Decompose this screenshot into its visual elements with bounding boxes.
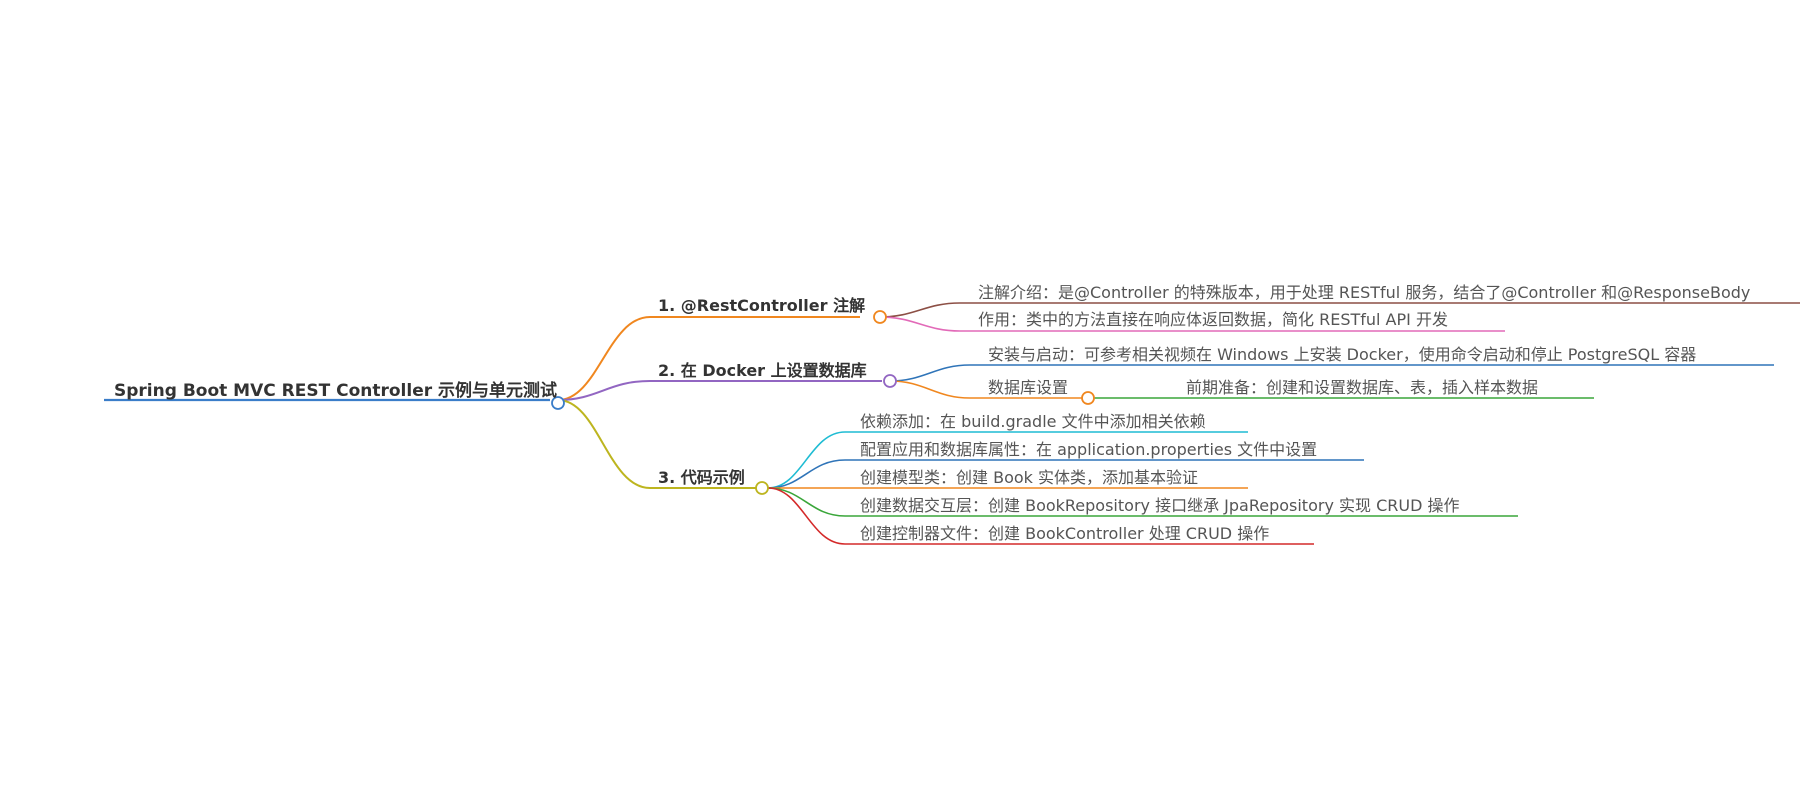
connector-root-branch-1: [557, 316, 860, 401]
branch-3-leaf-model[interactable]: 创建模型类：创建 Book 实体类，添加基本验证: [860, 468, 1198, 487]
sub-node-circle[interactable]: [1081, 391, 1095, 405]
branch-3-leaf-controller[interactable]: 创建控制器文件：创建 BookController 处理 CRUD 操作: [860, 524, 1270, 543]
branch-2-node-circle[interactable]: [883, 374, 897, 388]
connector-b3-leaf-4: [767, 487, 1518, 517]
branch-3-label[interactable]: 3. 代码示例: [658, 468, 745, 487]
connector-b2-sub: [889, 380, 1082, 399]
branch-3-node-circle[interactable]: [755, 481, 769, 495]
branch-2-sub-leaf-prep[interactable]: 前期准备：创建和设置数据库、表，插入样本数据: [1186, 378, 1539, 397]
connector-b1-leaf-1: [879, 302, 1800, 318]
connector-b3-leaf-5: [767, 487, 1314, 545]
branch-2-leaf-install[interactable]: 安装与启动：可参考相关视频在 Windows 上安装 Docker，使用命令启动…: [988, 345, 1697, 364]
connector-root-branch-2: [557, 380, 882, 401]
connector-root-branch-3: [557, 399, 756, 489]
branch-2-sub-db-setup[interactable]: 数据库设置: [988, 378, 1069, 397]
root-node-label[interactable]: Spring Boot MVC REST Controller 示例与单元测试: [114, 381, 558, 401]
connector-b1-leaf-2: [879, 316, 1505, 332]
branch-2-label[interactable]: 2. 在 Docker 上设置数据库: [658, 361, 867, 380]
root-node-circle[interactable]: [551, 396, 565, 410]
branch-1-leaf-purpose[interactable]: 作用：类中的方法直接在响应体返回数据，简化 RESTful API 开发: [978, 310, 1448, 329]
branch-3-leaf-dependency[interactable]: 依赖添加：在 build.gradle 文件中添加相关依赖: [860, 412, 1206, 431]
connector-b3-leaf-2: [767, 459, 1364, 489]
branch-3-leaf-repository[interactable]: 创建数据交互层：创建 BookRepository 接口继承 JpaReposi…: [860, 496, 1460, 515]
connector-b2-leaf-1: [889, 364, 1774, 382]
branch-1-leaf-annotation-intro[interactable]: 注解介绍：是@Controller 的特殊版本，用于处理 RESTful 服务，…: [978, 283, 1751, 302]
branch-1-label[interactable]: 1. @RestController 注解: [658, 296, 866, 315]
connector-b3-leaf-1: [767, 431, 1248, 489]
branch-3-leaf-config[interactable]: 配置应用和数据库属性：在 application.properties 文件中设…: [860, 440, 1318, 459]
branch-1-node-circle[interactable]: [873, 310, 887, 324]
